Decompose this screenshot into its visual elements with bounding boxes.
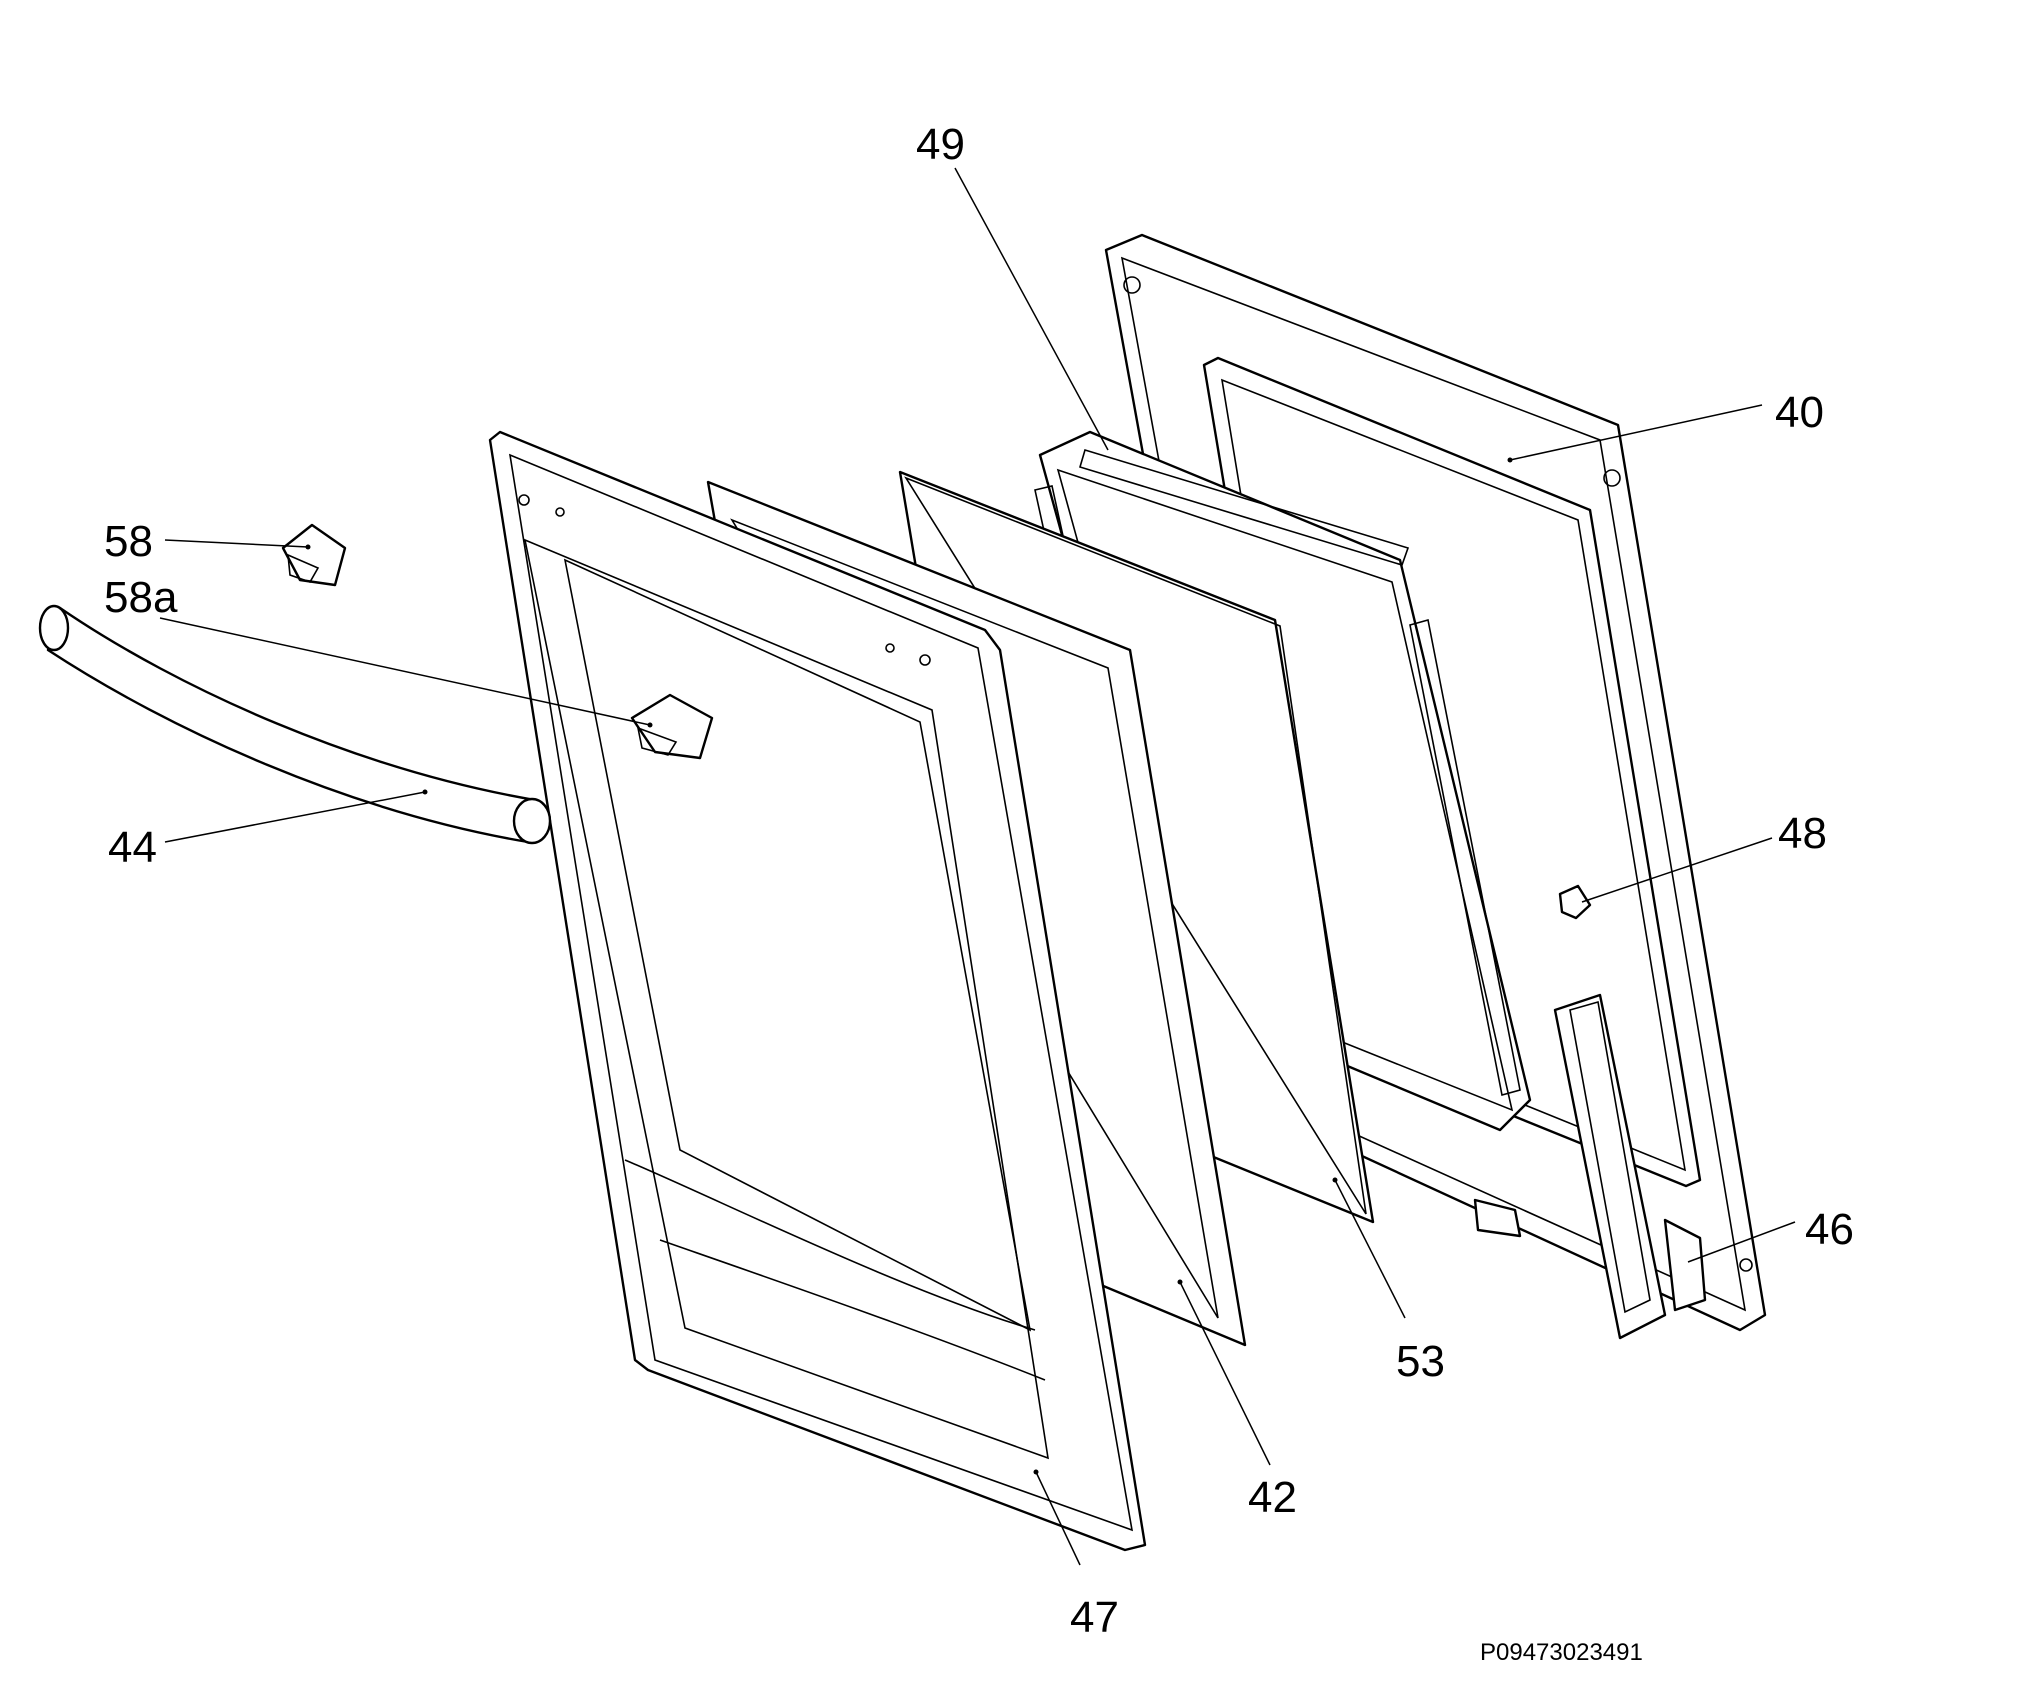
- part-58-end-cap: [281, 523, 347, 587]
- drawing-code: P09473023491: [1480, 1639, 1643, 1666]
- callout-58: 58: [104, 517, 153, 566]
- leader-40: [1509, 404, 1763, 461]
- callout-48: 48: [1778, 809, 1827, 858]
- part-44-handle: [38, 604, 552, 845]
- callout-49: 49: [916, 120, 965, 169]
- leader-58: [164, 539, 309, 548]
- leader-53: [1334, 1179, 1406, 1319]
- part-48-clip: [1558, 884, 1592, 920]
- callout-42: 42: [1248, 1473, 1297, 1522]
- callout-58a: 58a: [104, 573, 178, 622]
- leader-58a: [159, 617, 651, 726]
- leader-49: [954, 167, 1109, 451]
- leader-44: [164, 791, 426, 843]
- callout-46: 46: [1805, 1205, 1854, 1254]
- leader-42: [1179, 1281, 1271, 1466]
- callout-53: 53: [1396, 1337, 1445, 1386]
- part-46-hinge: [1473, 993, 1707, 1340]
- part-58a-end-cap: [630, 693, 714, 760]
- leader-46: [1687, 1221, 1796, 1263]
- leader-48: [1581, 837, 1773, 903]
- callout-44: 44: [108, 823, 157, 872]
- callout-47: 47: [1070, 1593, 1119, 1642]
- leader-lines: [159, 167, 1796, 1566]
- callout-40: 40: [1775, 388, 1824, 437]
- callout-labels: 58 58a 44 49 40 48 46 53 42 47 P09473023…: [104, 120, 1854, 1666]
- leader-47: [1035, 1471, 1081, 1566]
